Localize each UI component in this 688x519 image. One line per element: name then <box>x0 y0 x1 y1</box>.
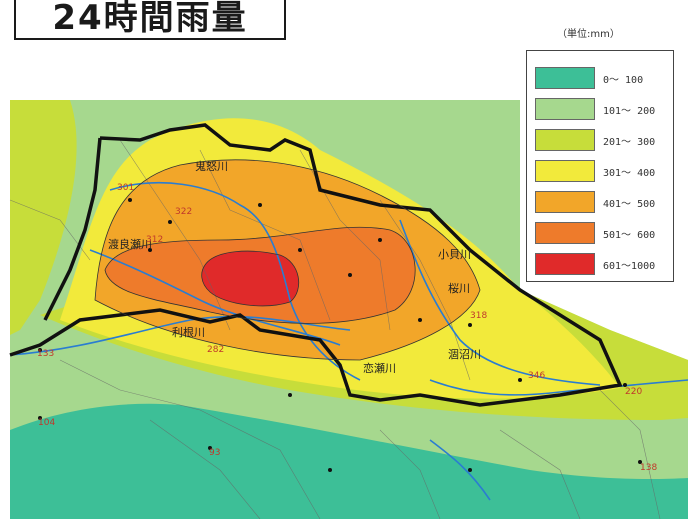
rainfall-value-label: 301 <box>117 183 134 193</box>
river-label: 小貝川 <box>438 248 471 261</box>
legend: 0〜 100 101〜 200 201〜 300 301〜 400 401〜 5… <box>526 50 674 282</box>
prefecture-boundary-west <box>43 137 102 321</box>
legend-item: 201〜 300 <box>535 125 665 155</box>
legend-swatch <box>535 222 595 244</box>
rainfall-value-label: 138 <box>640 463 657 473</box>
legend-label: 601〜1000 <box>603 260 656 272</box>
legend-swatch <box>535 253 595 275</box>
rainfall-value-label: 322 <box>175 207 192 217</box>
zone-0-100 <box>10 403 688 519</box>
legend-swatch <box>535 98 595 120</box>
river-label: 鬼怒川 <box>195 159 228 173</box>
legend-item: 601〜1000 <box>535 249 665 279</box>
zone-201-300 <box>10 100 77 335</box>
legend-item: 501〜 600 <box>535 218 665 248</box>
legend-label: 0〜 100 <box>603 74 644 86</box>
map-title: 24時間雨量 <box>52 0 248 38</box>
station-points <box>38 198 642 472</box>
river-label: 桜川 <box>448 281 470 295</box>
legend-label: 501〜 600 <box>603 229 656 241</box>
rainfall-value-label: 93 <box>209 448 220 458</box>
legend-swatch <box>535 191 595 213</box>
rainfall-value-label: 220 <box>625 387 642 397</box>
value-labels: 301 322 312 133 282 93 318 346 220 138 104 <box>37 183 657 473</box>
rainfall-value-label: 133 <box>37 349 54 359</box>
map-title-box: 24時間雨量 <box>14 0 286 40</box>
legend-swatch <box>535 129 595 151</box>
rainfall-value-label: 282 <box>207 345 224 355</box>
zone-601-1000 <box>201 251 299 306</box>
legend-label: 301〜 400 <box>603 167 656 179</box>
legend-swatch <box>535 160 595 182</box>
unit-label: （単位:mm） <box>557 29 620 40</box>
rainfall-value-label: 318 <box>470 311 487 321</box>
legend-item: 401〜 500 <box>535 187 665 217</box>
rainfall-value-label: 104 <box>38 418 55 428</box>
legend-label: 101〜 200 <box>603 105 656 117</box>
legend-label: 401〜 500 <box>603 198 656 210</box>
rainfall-value-label: 312 <box>146 235 163 245</box>
legend-item: 0〜 100 <box>535 63 665 93</box>
river-label: 恋瀬川 <box>363 361 396 375</box>
legend-label: 201〜 300 <box>603 136 656 148</box>
legend-swatch <box>535 67 595 89</box>
river-label: 渡良瀬川 <box>108 237 152 251</box>
legend-item: 101〜 200 <box>535 94 665 124</box>
river-label: 利根川 <box>172 325 205 339</box>
river-label: 涸沼川 <box>448 347 481 361</box>
isohyet-lines <box>94 159 481 361</box>
rainfall-value-label: 346 <box>528 371 545 381</box>
prefecture-boundary <box>9 123 623 407</box>
legend-item: 301〜 400 <box>535 156 665 186</box>
